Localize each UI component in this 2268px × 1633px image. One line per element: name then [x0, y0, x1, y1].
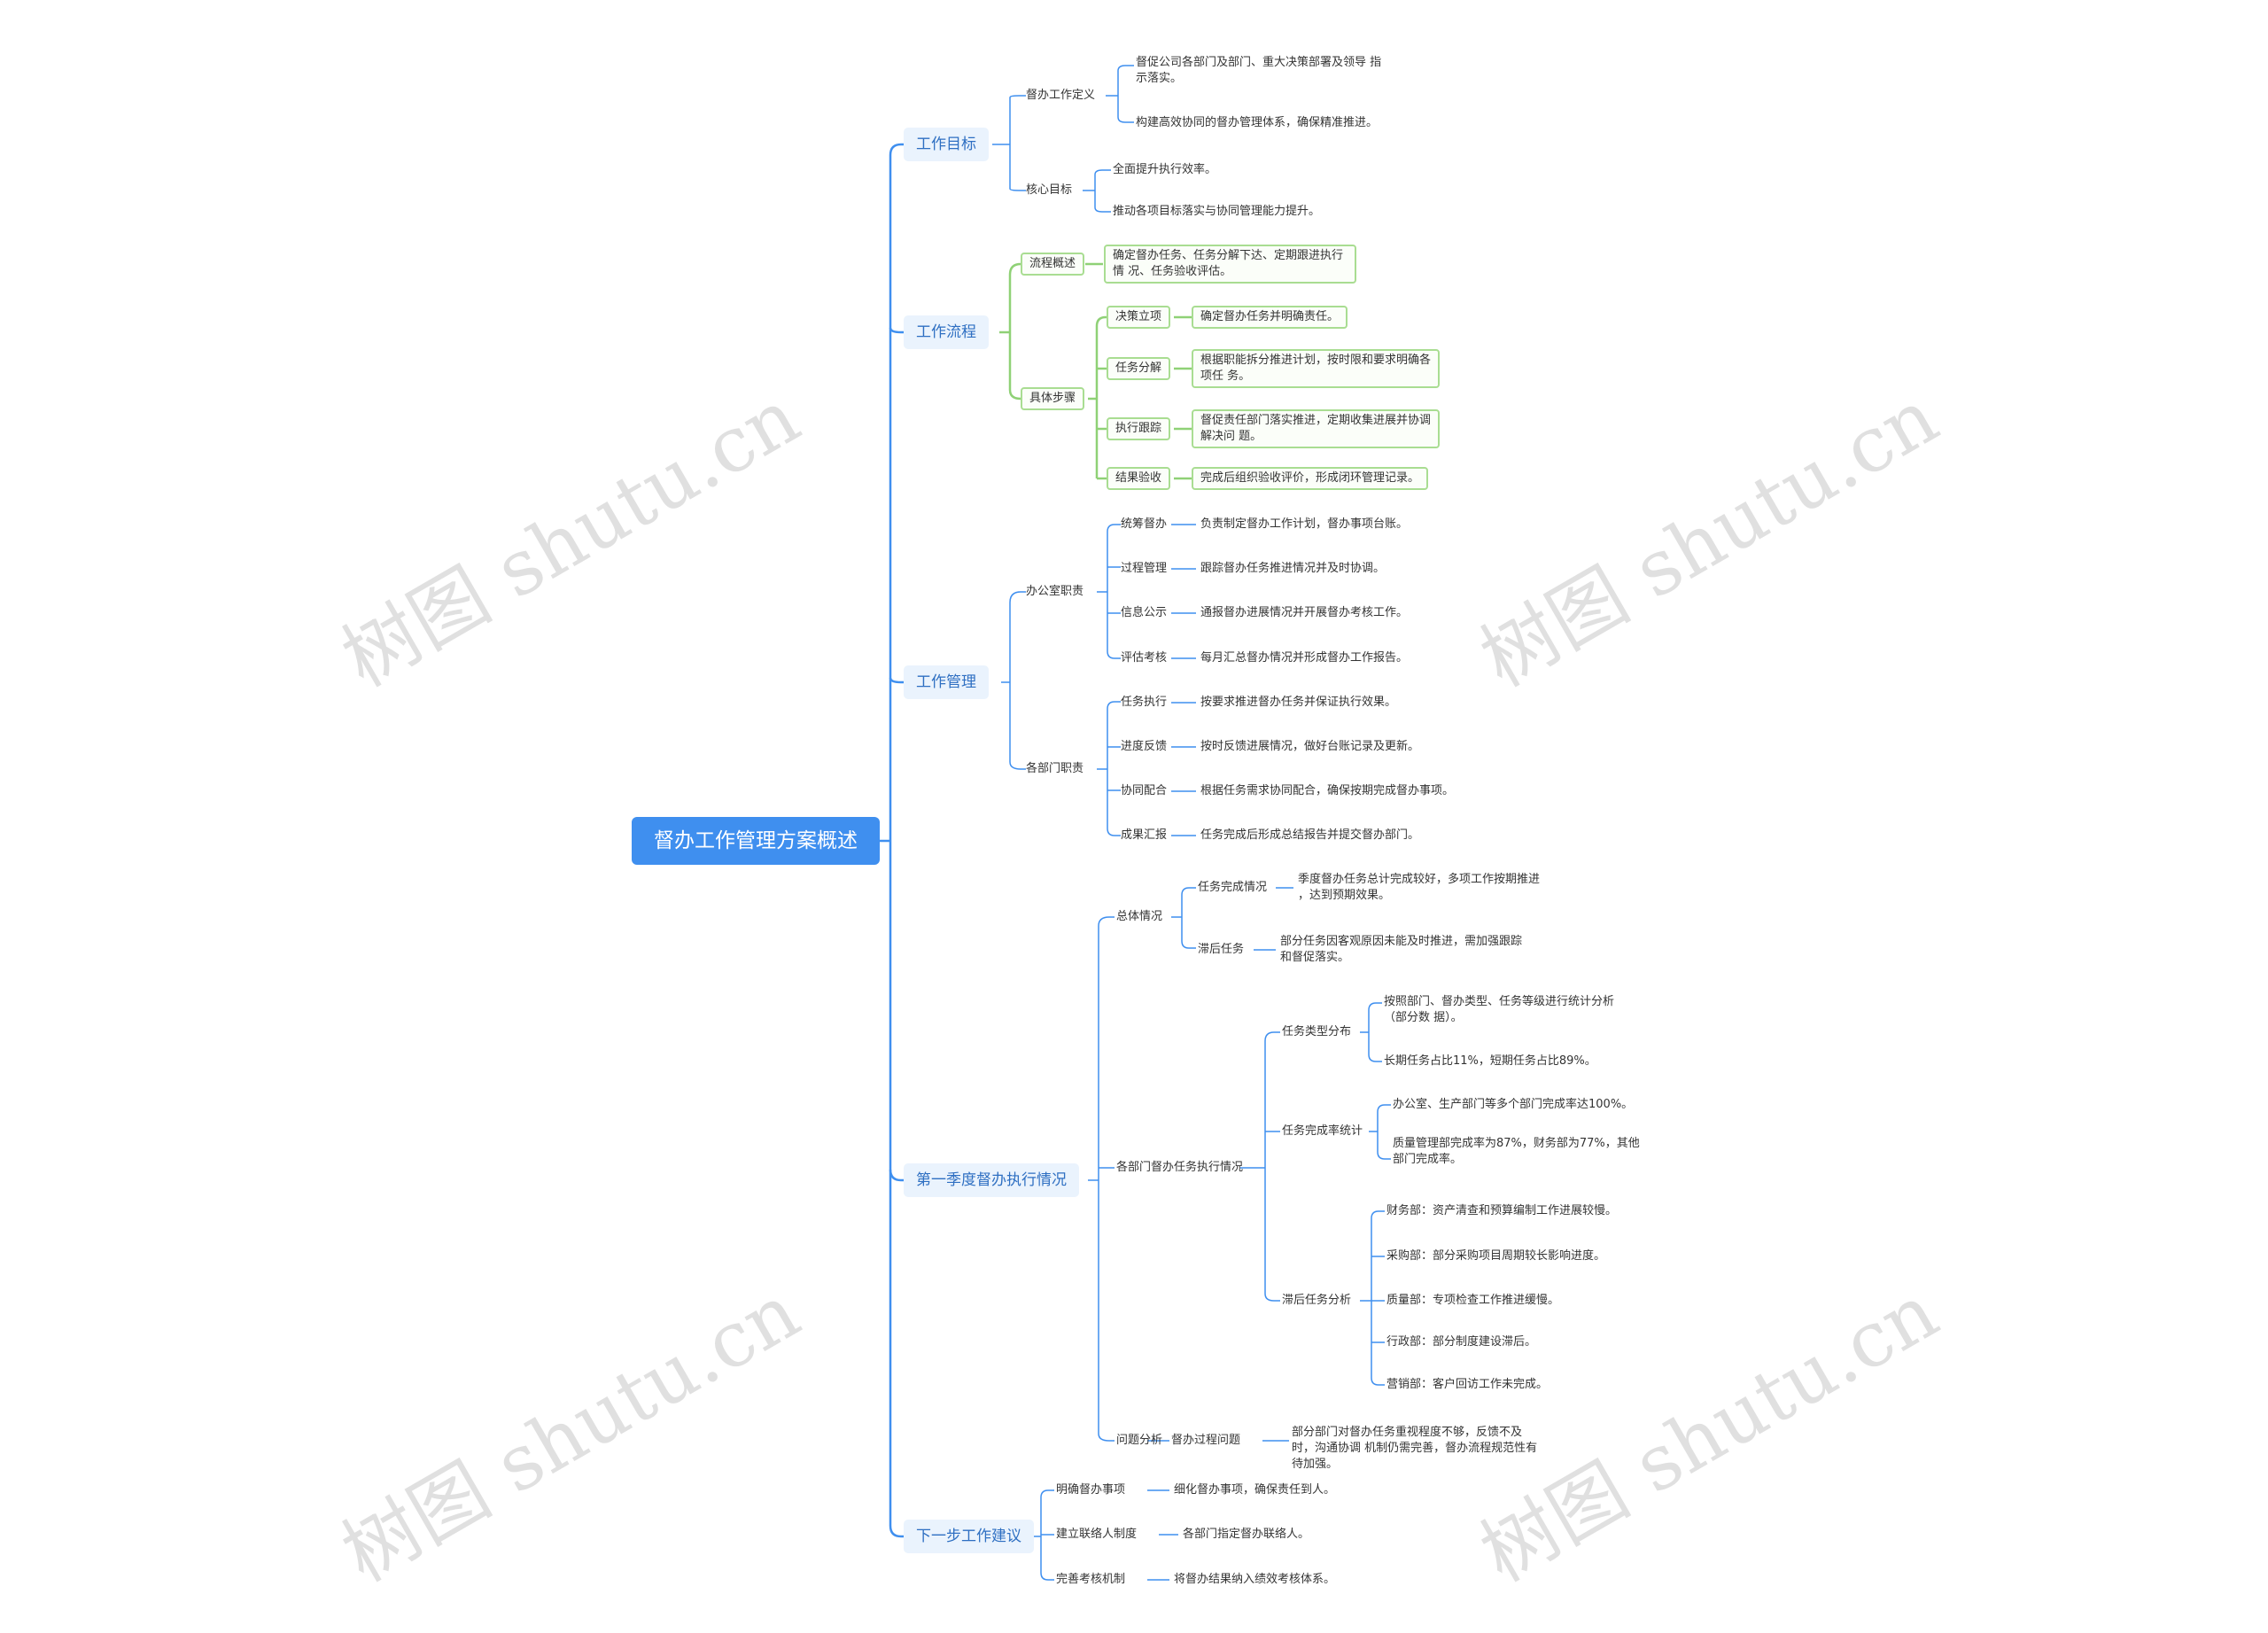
next-item-1-text: 细化督办事项，确保责任到人。 — [1174, 1483, 1336, 1497]
status-issues-text: 部分部门对督办任务重视程度不够，反馈不及时，沟通协调 机制仍需完善，督办流程规范… — [1292, 1426, 1538, 1471]
branch-manage[interactable]: 工作管理 — [904, 665, 989, 699]
root-node[interactable]: 督办工作管理方案概述 — [632, 817, 880, 865]
status-group-3[interactable]: 滞后任务分析 — [1282, 1294, 1352, 1307]
status-issues[interactable]: 问题分析 — [1116, 1434, 1163, 1447]
manage-depts[interactable]: 各部门职责 — [1026, 762, 1084, 775]
process-steps[interactable]: 具体步骤 — [1021, 387, 1085, 410]
branch-goal[interactable]: 工作目标 — [904, 128, 989, 161]
status-overview-item-2[interactable]: 滞后任务 — [1198, 943, 1245, 956]
goal-core-item-1: 全面提升执行效率。 — [1113, 163, 1217, 176]
status-issues-sub[interactable]: 督办过程问题 — [1171, 1434, 1241, 1447]
status-group-3-item-2: 采购部：部分采购项目周期较长影响进度。 — [1386, 1249, 1606, 1263]
next-item-2-text: 各部门指定督办联络人。 — [1183, 1528, 1310, 1541]
process-step-3[interactable]: 执行跟踪 — [1107, 417, 1171, 440]
goal-core-item-2: 推动各项目标落实与协同管理能力提升。 — [1113, 205, 1321, 218]
next-item-2[interactable]: 建立联络人制度 — [1056, 1528, 1138, 1541]
process-step-4-text: 完成后组织验收评价，形成闭环管理记录。 — [1192, 467, 1429, 490]
status-overview-item-1[interactable]: 任务完成情况 — [1198, 881, 1268, 894]
manage-dept-item-2[interactable]: 进度反馈 — [1121, 740, 1168, 753]
goal-definition-item-1: 督促公司各部门及部门、重大决策部署及领导 指示落实。 — [1136, 56, 1382, 85]
status-group-3-item-4: 行政部：部分制度建设滞后。 — [1386, 1335, 1537, 1349]
status-group-3-item-5: 营销部：客户回访工作未完成。 — [1386, 1378, 1549, 1391]
goal-definition-item-2: 构建高效协同的督办管理体系，确保精准推进。 — [1136, 116, 1379, 129]
status-group-1[interactable]: 任务类型分布 — [1282, 1025, 1352, 1038]
status-group-1-item-1: 按照部门、督办类型、任务等级进行统计分析（部分数 据）。 — [1384, 995, 1615, 1024]
manage-office-item-3-text: 通报督办进展情况并开展督办考核工作。 — [1200, 606, 1409, 619]
process-step-1[interactable]: 决策立项 — [1107, 306, 1171, 329]
manage-office-item-4[interactable]: 评估考核 — [1121, 651, 1168, 665]
status-overview[interactable]: 总体情况 — [1116, 910, 1163, 923]
process-overview-text: 确定督办任务、任务分解下达、定期跟进执行情 况、任务验收评估。 — [1104, 245, 1356, 284]
manage-dept-item-4-text: 任务完成后形成总结报告并提交督办部门。 — [1200, 828, 1420, 842]
status-dept[interactable]: 各部门督办任务执行情况 — [1116, 1161, 1244, 1174]
status-overview-item-2-text: 部分任务因客观原因未能及时推进，需加强跟踪 和督促落实。 — [1280, 935, 1523, 964]
status-overview-item-1-text: 季度督办任务总计完成较好，多项工作按期推进 ，达到预期效果。 — [1298, 873, 1541, 902]
status-group-2-item-2: 质量管理部完成率为87%，财务部为77%，其他 部门完成率。 — [1393, 1137, 1640, 1166]
status-group-2-item-1: 办公室、生产部门等多个部门完成率达100%。 — [1393, 1098, 1634, 1111]
manage-dept-item-3-text: 根据任务需求协同配合，确保按期完成督办事项。 — [1200, 784, 1455, 797]
manage-office-item-1-text: 负责制定督办工作计划，督办事项台账。 — [1200, 517, 1409, 531]
next-item-3[interactable]: 完善考核机制 — [1056, 1573, 1126, 1586]
manage-dept-item-3[interactable]: 协同配合 — [1121, 784, 1168, 797]
process-step-2-text: 根据职能拆分推进计划，按时限和要求明确各项任 务。 — [1192, 349, 1440, 388]
status-group-2[interactable]: 任务完成率统计 — [1282, 1124, 1363, 1138]
branch-next[interactable]: 下一步工作建议 — [904, 1520, 1034, 1553]
branch-status[interactable]: 第一季度督办执行情况 — [904, 1163, 1079, 1197]
manage-office-item-2[interactable]: 过程管理 — [1121, 562, 1168, 575]
process-step-2[interactable]: 任务分解 — [1107, 357, 1171, 380]
manage-office-item-1[interactable]: 统筹督办 — [1121, 517, 1168, 531]
branch-process[interactable]: 工作流程 — [904, 315, 989, 349]
manage-dept-item-1[interactable]: 任务执行 — [1121, 696, 1168, 709]
process-overview[interactable]: 流程概述 — [1021, 253, 1085, 276]
goal-definition[interactable]: 督办工作定义 — [1026, 89, 1096, 102]
manage-dept-item-2-text: 按时反馈进展情况，做好台账记录及更新。 — [1200, 740, 1420, 753]
status-group-1-item-2: 长期任务占比11%，短期任务占比89%。 — [1384, 1054, 1596, 1068]
status-group-3-item-3: 质量部：专项检查工作推进缓慢。 — [1386, 1294, 1560, 1307]
process-step-3-text: 督促责任部门落实推进，定期收集进展并协调解决问 题。 — [1192, 409, 1440, 448]
next-item-3-text: 将督办结果纳入绩效考核体系。 — [1174, 1573, 1336, 1586]
process-step-1-text: 确定督办任务并明确责任。 — [1192, 306, 1348, 329]
process-step-4[interactable]: 结果验收 — [1107, 467, 1171, 490]
manage-office-item-3[interactable]: 信息公示 — [1121, 606, 1168, 619]
goal-core[interactable]: 核心目标 — [1026, 183, 1073, 197]
manage-office[interactable]: 办公室职责 — [1026, 585, 1084, 598]
manage-dept-item-1-text: 按要求推进督办任务并保证执行效果。 — [1200, 696, 1397, 709]
manage-dept-item-4[interactable]: 成果汇报 — [1121, 828, 1168, 842]
manage-office-item-2-text: 跟踪督办任务推进情况并及时协调。 — [1200, 562, 1386, 575]
manage-office-item-4-text: 每月汇总督办情况并形成督办工作报告。 — [1200, 651, 1409, 665]
status-group-3-item-1: 财务部：资产清查和预算编制工作进展较慢。 — [1386, 1204, 1618, 1217]
next-item-1[interactable]: 明确督办事项 — [1056, 1483, 1126, 1497]
